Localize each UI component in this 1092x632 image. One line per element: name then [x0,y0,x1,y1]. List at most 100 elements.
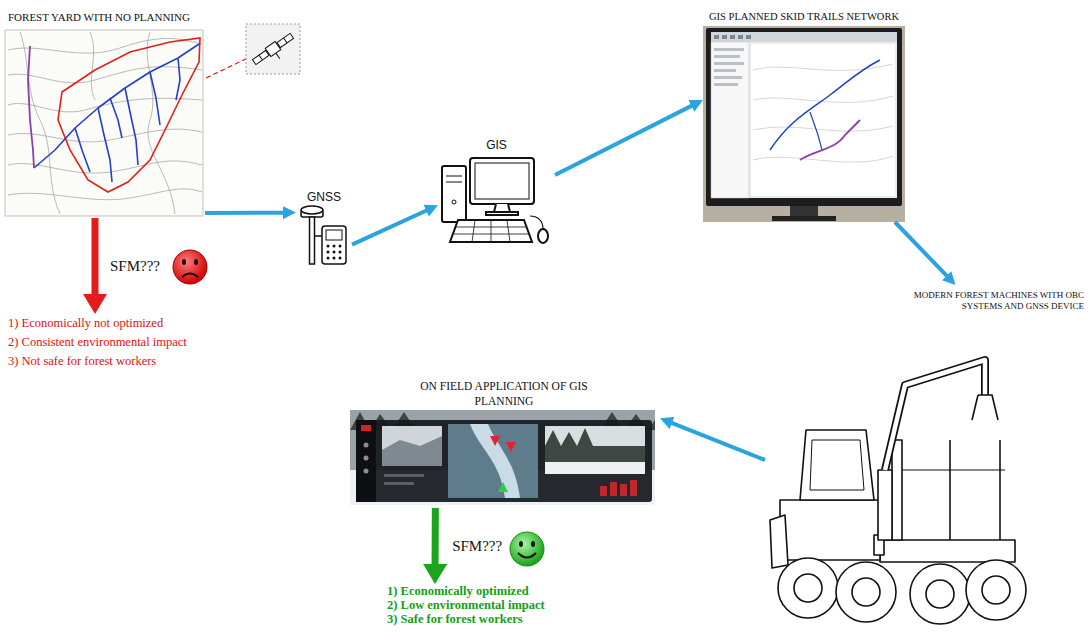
map-panel: FOREST YARD WITH NO PLANNING [5,8,205,218]
gnss-receiver [339,251,342,254]
happy-face [510,532,544,566]
gis-screenshot [714,69,736,72]
flow-arrow [895,222,949,278]
field-screenshot [470,424,520,498]
gnss-receiver [301,206,346,264]
edge-label: SFM??? [449,538,505,555]
gis-screenshot [714,62,744,65]
flow-arrow [668,422,765,460]
field-screenshot [545,428,645,474]
field-screenshot [610,482,617,496]
computer-icon [450,220,532,242]
satellite-icon [277,33,294,47]
forwarder-drawing [836,562,896,622]
topographic-map [176,58,180,100]
field-screenshot [620,484,627,496]
gis-node: GIS [438,138,555,250]
satellite-icon [252,51,269,65]
computer-icon [452,200,456,204]
forwarder-drawing [778,558,838,618]
satellite-icon [206,24,300,78]
panel-heading: FOREST YARD WITH NO PLANNING [8,10,202,24]
flow-arrow [205,211,287,215]
topographic-map [8,161,202,173]
forwarder-drawing [982,576,1010,604]
computer-icon [486,212,518,215]
happy-face [518,553,536,558]
flow-arrow [555,104,695,175]
gnss-receiver [327,251,330,254]
forwarder-drawing [800,430,874,500]
field-screenshot [448,424,538,498]
gis-screenshot [703,26,905,222]
gis-screenshot [800,120,860,160]
topographic-map [5,30,203,216]
satellite-icon [206,56,252,78]
panel-heading: MODERN FOREST MACHINES WITH OBC SYSTEMS … [884,290,1084,312]
computer-icon [456,227,527,228]
gis-screenshot [746,35,751,39]
computer-icon [442,158,548,243]
forwarder-drawing [949,440,951,540]
gnss-receiver [333,251,336,254]
gis-screenshot [714,76,742,79]
field-screenshot [364,469,369,474]
gnss-receiver [339,245,342,248]
topographic-map [8,67,202,83]
field-screenshot [506,442,516,452]
outcome-list: 1) Economically not optimized2) Consiste… [6,314,221,371]
list-item: 2) Consistent environmental impact [8,333,219,352]
outcome-list: 1) Economically optimized2) Low environm… [385,584,575,626]
gis-screenshot [714,35,751,39]
gnss-receiver [327,245,330,248]
gis-screenshot [714,55,740,58]
gis-screenshot [711,42,749,198]
gnss-receiver [333,257,336,260]
topographic-map [28,46,34,168]
list-item: 3) Safe for forest workers [387,612,573,626]
computer-icon [475,163,529,199]
field-screenshot [545,426,645,474]
computer-icon [454,234,529,235]
satellite-icon [276,53,280,59]
gnss-receiver [327,257,330,260]
gis-screenshot [714,48,744,86]
field-screenshot [361,425,371,431]
sad-face [182,274,198,278]
satellite-icon [284,38,287,43]
topographic-map [147,32,175,214]
topographic-map [90,32,95,100]
topographic-map [150,72,160,125]
gis-screenshot [711,32,897,198]
gnss-receiver [301,206,323,214]
gis-screenshot [706,28,902,206]
field-screenshot [364,456,369,461]
topographic-map [125,88,138,165]
forwarder-drawing [770,515,788,568]
forwarder-drawing [852,578,880,606]
topographic-map [58,38,200,192]
sad-face [173,250,207,284]
device-label: GIS [438,138,555,152]
computer-icon [446,176,462,177]
topographic-map [5,30,203,216]
topographic-map [8,32,202,214]
topographic-map [110,98,122,138]
forwarder-drawing [926,580,954,608]
computer-icon [491,220,492,242]
forwarder-drawing [810,440,864,490]
topographic-map [98,108,112,182]
happy-face [510,532,544,566]
gnss-receiver [326,230,342,240]
outcome-arrow [432,508,439,570]
field-screenshot [350,410,655,505]
sad-face [182,259,186,265]
gis-screenshot [703,26,905,222]
forwarder-drawing [885,360,985,470]
topographic-map [8,39,202,54]
computer-icon [446,182,462,183]
forwarder-drawing [780,500,880,560]
screenshot-panel: GIS PLANNED SKID TRAILS NETWORK [703,8,905,222]
gis-screenshot [730,35,735,39]
